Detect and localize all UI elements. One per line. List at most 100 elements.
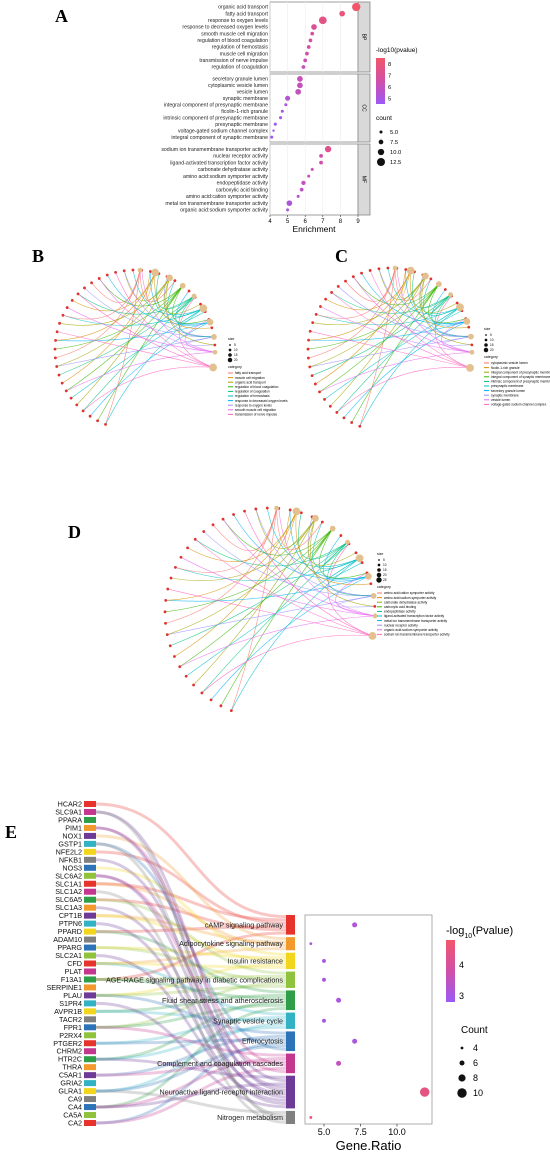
gene-node bbox=[64, 389, 68, 393]
category-node bbox=[137, 267, 143, 273]
sankey-flow bbox=[95, 882, 287, 922]
term-label: nuclear receptor activity bbox=[213, 154, 268, 160]
gene-node bbox=[443, 288, 447, 291]
gene-node bbox=[232, 513, 235, 516]
gene-node bbox=[61, 313, 65, 317]
gene-node bbox=[404, 268, 408, 271]
gene-node bbox=[288, 508, 292, 512]
sankey-flow bbox=[95, 898, 287, 975]
network-edge bbox=[276, 508, 323, 550]
dot-point bbox=[284, 103, 288, 107]
sankey-flow bbox=[95, 842, 287, 1118]
sankey-flow bbox=[95, 890, 287, 1124]
pathway-label: Insulin resistance bbox=[227, 956, 283, 965]
gene-stub bbox=[84, 984, 96, 991]
network-size-legend-label: 25 bbox=[383, 578, 387, 582]
facet-strip-bp bbox=[357, 1, 371, 73]
gene-node bbox=[319, 305, 322, 308]
network-size-legend-label: 15 bbox=[383, 568, 387, 572]
term-label: sodium ion transmembrane transporter act… bbox=[161, 147, 268, 153]
gene-label: PTGER2 bbox=[53, 1039, 82, 1048]
network-category-legend-label: organic acid:sodium symporter activity bbox=[384, 628, 438, 632]
gene-node bbox=[96, 419, 99, 423]
sankey-flow bbox=[95, 1006, 287, 1109]
term-label: muscle cell migration bbox=[220, 51, 269, 57]
network-edge bbox=[421, 275, 472, 346]
size-legend-label: 4 bbox=[473, 1043, 478, 1053]
network-edge bbox=[167, 518, 316, 635]
network-category-legend-label: integral component of presynaptic membra… bbox=[491, 370, 550, 374]
network-edge bbox=[165, 576, 369, 602]
x-axis-label: Enrichment bbox=[293, 224, 337, 234]
term-label: intrinsic component of presynaptic membr… bbox=[163, 115, 268, 121]
gene-node bbox=[174, 565, 177, 569]
term-label: cytoplasmic vesicle lumen bbox=[208, 83, 268, 89]
gene-stub bbox=[84, 968, 96, 975]
facet-panel-cc bbox=[269, 73, 359, 143]
network-edge bbox=[220, 528, 333, 706]
pathway-label: Neuroactive ligand-receptor interaction bbox=[160, 1088, 283, 1097]
color-legend-tick: 8 bbox=[388, 62, 391, 68]
network-edge bbox=[409, 270, 469, 329]
network-edge bbox=[387, 267, 461, 315]
color-legend-title: -log10(pvalue) bbox=[376, 47, 418, 54]
gene-stub bbox=[84, 864, 96, 871]
dot-point bbox=[311, 24, 317, 30]
network-edge bbox=[123, 270, 170, 302]
sankey-flow bbox=[95, 1066, 287, 1125]
gene-node bbox=[114, 270, 118, 274]
sankey-flow bbox=[95, 946, 287, 982]
sankey-flow bbox=[95, 1025, 287, 1061]
network-edge bbox=[307, 518, 357, 566]
network-category-legend-label: transmission of nerve impulse bbox=[235, 413, 277, 417]
network-edge bbox=[141, 270, 216, 353]
network-edge bbox=[331, 292, 471, 369]
dot-point bbox=[286, 208, 290, 212]
network-edge bbox=[312, 275, 426, 326]
pathway-block bbox=[286, 1012, 295, 1029]
network-category-legend-label: endopeptidase activity bbox=[384, 610, 416, 614]
gene-label: SLC9A1 bbox=[55, 807, 82, 816]
gene-stub bbox=[84, 976, 96, 983]
network-edge bbox=[203, 531, 374, 597]
gene-label: SLC2A1 bbox=[55, 951, 82, 960]
x-tick-label: 5 bbox=[286, 219, 290, 225]
gene-node bbox=[311, 321, 315, 325]
pathway-block bbox=[286, 952, 295, 970]
network-category-legend-label: cytoplasmic vesicle lumen bbox=[491, 361, 528, 365]
x-tick-label: 7.5 bbox=[354, 1127, 367, 1137]
network-category-legend-label: response to oxygen levels bbox=[235, 403, 272, 407]
gene-label: CPT1B bbox=[59, 911, 82, 920]
gene-stub bbox=[84, 1048, 96, 1055]
x-tick-label: 8 bbox=[339, 219, 343, 225]
category-node bbox=[212, 349, 218, 355]
gene-node bbox=[306, 356, 310, 360]
network-edge bbox=[359, 307, 461, 427]
gene-stub bbox=[84, 960, 96, 967]
sankey-flow bbox=[95, 1056, 287, 1109]
gene-node bbox=[335, 411, 339, 414]
gene-node bbox=[213, 343, 217, 347]
size-legend-dot bbox=[376, 157, 386, 167]
gene-stub bbox=[84, 1088, 96, 1095]
network-category-legend-label: ficolin-1-rich granule bbox=[491, 366, 520, 370]
facet-panel-bp bbox=[269, 1, 359, 73]
sankey-flow bbox=[95, 914, 287, 944]
network-size-legend-label: 5 bbox=[490, 333, 492, 337]
gene-node bbox=[178, 665, 182, 669]
network-edge bbox=[115, 272, 214, 368]
gene-node bbox=[324, 297, 328, 301]
sankey-flow bbox=[95, 975, 287, 981]
pathway-label: Synaptic vesicle cycle bbox=[213, 1016, 283, 1025]
network-category-legend-label: organic acid transport bbox=[235, 380, 266, 384]
network-edge bbox=[310, 528, 333, 559]
network-edge bbox=[320, 306, 472, 353]
size-legend-title: count bbox=[376, 115, 392, 122]
term-label: secretory granule lumen bbox=[212, 77, 268, 83]
network-edge bbox=[195, 539, 348, 567]
gene-label: SLC6A2 bbox=[55, 871, 82, 880]
network-size-legend-dot bbox=[229, 344, 231, 346]
network-size-legend-dot bbox=[483, 347, 489, 353]
network-size-legend-dot bbox=[378, 559, 380, 561]
gene-stub bbox=[84, 1008, 96, 1015]
